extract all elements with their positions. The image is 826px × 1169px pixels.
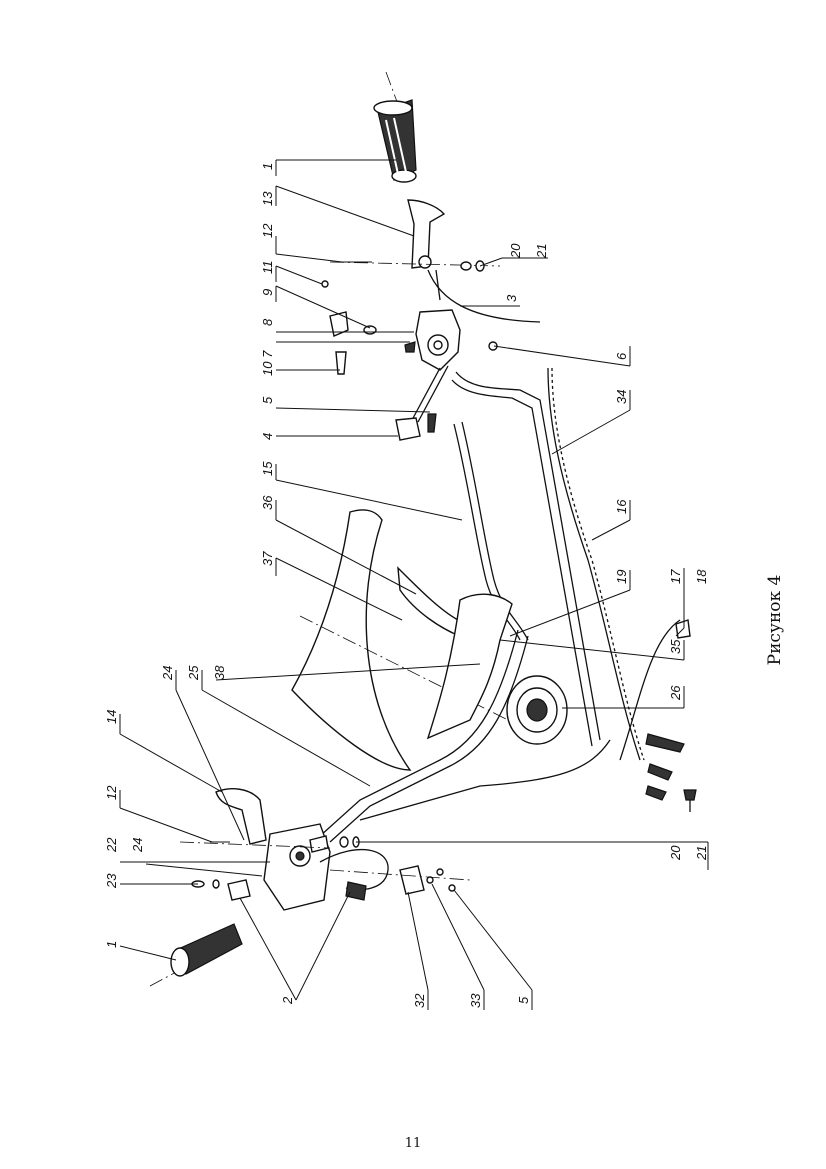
callout-33: 33 bbox=[431, 883, 485, 1010]
left-switch-block bbox=[263, 823, 331, 911]
callout-16: 16 bbox=[591, 499, 631, 541]
callout-5-top: 5 bbox=[260, 396, 431, 413]
svg-text:37: 37 bbox=[260, 551, 275, 566]
svg-text:9: 9 bbox=[260, 289, 275, 296]
svg-text:34: 34 bbox=[614, 390, 629, 404]
svg-text:35: 35 bbox=[668, 639, 683, 654]
svg-text:1: 1 bbox=[260, 163, 275, 170]
callout-24-top: 24 bbox=[160, 666, 245, 841]
page-number: 11 bbox=[404, 1136, 422, 1151]
callout-36: 36 bbox=[260, 495, 417, 595]
svg-text:24: 24 bbox=[160, 666, 175, 681]
callout-20-21-top: 20 21 bbox=[479, 243, 549, 267]
left-handle-grip bbox=[149, 879, 251, 987]
callout-14: 14 bbox=[104, 710, 223, 793]
svg-text:21: 21 bbox=[694, 846, 709, 861]
svg-text:5: 5 bbox=[516, 996, 531, 1004]
svg-text:15: 15 bbox=[260, 461, 275, 476]
drawing-parts bbox=[149, 71, 697, 987]
callout-13: 13 bbox=[260, 185, 415, 237]
svg-text:20: 20 bbox=[508, 243, 523, 259]
svg-text:2: 2 bbox=[280, 996, 295, 1005]
callout-20-21-bottom: 20 21 bbox=[356, 841, 709, 870]
figure-caption: Рисунок 4 bbox=[760, 560, 790, 680]
callout-1-top: 1 bbox=[260, 159, 396, 176]
callout-23: 23 bbox=[104, 873, 198, 889]
callout-17-18: 17 18 bbox=[668, 568, 709, 637]
svg-text:14: 14 bbox=[104, 710, 119, 724]
callout-12-top: 12 bbox=[260, 223, 343, 263]
svg-text:19: 19 bbox=[614, 570, 629, 584]
callout-34: 34 bbox=[551, 390, 631, 455]
callout-labels: 1 13 12 20 21 11 9 bbox=[104, 159, 709, 1010]
callout-26: 26 bbox=[562, 685, 685, 709]
svg-text:18: 18 bbox=[694, 569, 709, 584]
control-lever bbox=[329, 199, 501, 272]
callout-11: 11 bbox=[260, 261, 323, 285]
callout-12-bottom: 12 bbox=[104, 785, 213, 843]
lever-bracket bbox=[321, 280, 498, 375]
svg-text:3: 3 bbox=[504, 294, 519, 302]
svg-text:32: 32 bbox=[412, 993, 427, 1008]
clutch-lever bbox=[179, 788, 331, 849]
svg-text:1: 1 bbox=[104, 941, 119, 948]
callout-38: 38 bbox=[212, 663, 481, 681]
svg-text:10 7: 10 7 bbox=[260, 350, 275, 376]
callout-8: 8 bbox=[260, 318, 414, 333]
svg-text:16: 16 bbox=[614, 499, 629, 514]
horn-unit bbox=[506, 675, 568, 745]
svg-text:5: 5 bbox=[260, 396, 275, 404]
svg-text:23: 23 bbox=[104, 873, 119, 889]
svg-text:4: 4 bbox=[260, 433, 275, 440]
callout-32: 32 bbox=[407, 891, 429, 1010]
callout-22-24: 22 24 bbox=[104, 837, 270, 877]
svg-text:13: 13 bbox=[260, 191, 275, 206]
clamp-assembly bbox=[395, 365, 449, 441]
svg-text:12: 12 bbox=[260, 223, 275, 238]
callout-25: 25 bbox=[186, 665, 371, 787]
svg-text:11: 11 bbox=[260, 261, 275, 275]
svg-text:6: 6 bbox=[614, 352, 629, 360]
svg-text:24: 24 bbox=[130, 838, 145, 853]
callout-6: 6 bbox=[493, 345, 631, 367]
callout-35: 35 bbox=[499, 639, 685, 661]
svg-text:20: 20 bbox=[668, 845, 683, 861]
svg-text:25: 25 bbox=[186, 665, 201, 681]
handlebar-base-panel bbox=[426, 593, 513, 740]
callout-4: 4 bbox=[260, 433, 398, 440]
callout-3: 3 bbox=[460, 294, 520, 307]
svg-text:38: 38 bbox=[212, 665, 227, 680]
callout-37: 37 bbox=[260, 551, 403, 621]
svg-text:22: 22 bbox=[104, 837, 119, 853]
svg-text:36: 36 bbox=[260, 495, 275, 510]
right-handle-grip bbox=[373, 71, 417, 183]
callout-10-7: 10 7 bbox=[260, 341, 410, 376]
callout-19: 19 bbox=[509, 570, 631, 637]
callout-5-bottom: 5 bbox=[453, 889, 533, 1010]
callout-2: 2 bbox=[239, 891, 351, 1005]
callout-9: 9 bbox=[260, 285, 371, 329]
svg-text:12: 12 bbox=[104, 785, 119, 800]
svg-text:8: 8 bbox=[260, 318, 275, 326]
svg-text:17: 17 bbox=[668, 569, 683, 584]
callout-15: 15 bbox=[260, 461, 463, 521]
wiring-connectors bbox=[619, 619, 697, 812]
callout-1-bottom: 1 bbox=[104, 941, 177, 961]
small-fasteners bbox=[329, 836, 471, 895]
figure-caption-text: Рисунок 4 bbox=[765, 574, 785, 666]
svg-text:21: 21 bbox=[534, 244, 549, 259]
svg-text:26: 26 bbox=[668, 685, 683, 701]
svg-text:33: 33 bbox=[468, 993, 483, 1008]
